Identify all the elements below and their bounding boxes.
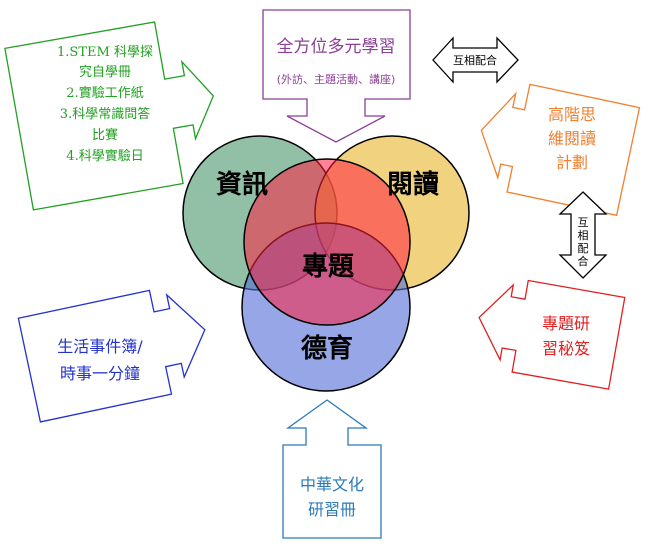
- top-callout-subtitle: (外訪、主題活動、講座): [277, 72, 396, 86]
- stem-item-2: 究自學冊: [79, 65, 131, 80]
- life-events-callout: 生活事件簿/ 時事一分鐘: [17, 289, 206, 423]
- reading-plan-text: 高階思 維閱讀 計劃: [548, 105, 596, 172]
- venn-diagram: 資訊 閱讀 專題 德育: [182, 135, 470, 392]
- culture-line-1: 中華文化: [300, 475, 364, 494]
- project-study-callout: 專題研 習秘笈: [478, 279, 626, 390]
- stem-item-5: 比賽: [92, 127, 118, 143]
- culture-callout: 中華文化 研習冊: [282, 399, 382, 539]
- stem-item-6: 4.科學實驗日: [66, 148, 143, 164]
- reading-plan-line-1: 高階思: [548, 105, 596, 124]
- stem-callout: 1.STEM 科學探 究自學冊 2.實驗工作紙 3.科學常識問答 比賽 4.科學…: [4, 21, 215, 211]
- stem-item-3: 2.實驗工作紙: [66, 85, 143, 101]
- stem-item-1: 1.STEM 科學探: [57, 45, 153, 60]
- culture-line-2: 研習冊: [308, 500, 356, 519]
- life-events-text: 生活事件簿/ 時事一分鐘: [57, 337, 143, 383]
- stem-callout-arrow: [4, 21, 215, 211]
- circle-project-label: 專題: [302, 252, 355, 282]
- double-arrow-horizontal-icon: [432, 36, 519, 84]
- life-events-line-1: 生活事件簿/: [57, 337, 143, 356]
- reading-plan-callout: 高階思 維閱讀 計劃: [480, 83, 641, 217]
- mutual-label-vertical-4: 合: [578, 254, 589, 268]
- circle-moral-label: 德育: [301, 333, 353, 364]
- reading-plan-line-3: 計劃: [556, 153, 588, 172]
- mutual-label-vertical-1: 互: [578, 216, 589, 229]
- double-arrow-vertical-icon: [558, 191, 608, 279]
- reading-plan-arrow: [480, 83, 641, 217]
- mutual-label-vertical-3: 配: [578, 242, 589, 255]
- life-events-arrow: [17, 289, 206, 423]
- life-events-line-2: 時事一分鐘: [60, 364, 140, 383]
- project-study-arrow: [478, 279, 626, 390]
- circle-info-label: 資訊: [216, 169, 268, 200]
- top-callout: 全方位多元學習 (外訪、主題活動、講座): [262, 9, 411, 143]
- mutual-label-horizontal: 互相配合: [453, 53, 497, 67]
- mutual-arrow-horizontal: 互相配合: [432, 36, 519, 84]
- stem-item-4: 3.科學常識問答: [60, 106, 150, 122]
- culture-arrow: [282, 399, 382, 539]
- top-callout-title: 全方位多元學習: [277, 37, 396, 57]
- reading-plan-line-2: 維閱讀: [548, 129, 596, 148]
- project-study-text: 專題研 習秘笈: [542, 314, 590, 358]
- project-study-line-2: 習秘笈: [542, 339, 590, 358]
- stem-list: 1.STEM 科學探 究自學冊 2.實驗工作紙 3.科學常識問答 比賽 4.科學…: [57, 45, 153, 164]
- mutual-label-vertical-2: 相: [578, 229, 589, 242]
- top-callout-arrow: [262, 9, 411, 143]
- circle-project: [243, 158, 411, 326]
- project-study-line-1: 專題研: [542, 314, 590, 333]
- circle-reading-label: 閱讀: [387, 170, 439, 200]
- mutual-arrow-vertical: 互 相 配 合: [558, 191, 608, 279]
